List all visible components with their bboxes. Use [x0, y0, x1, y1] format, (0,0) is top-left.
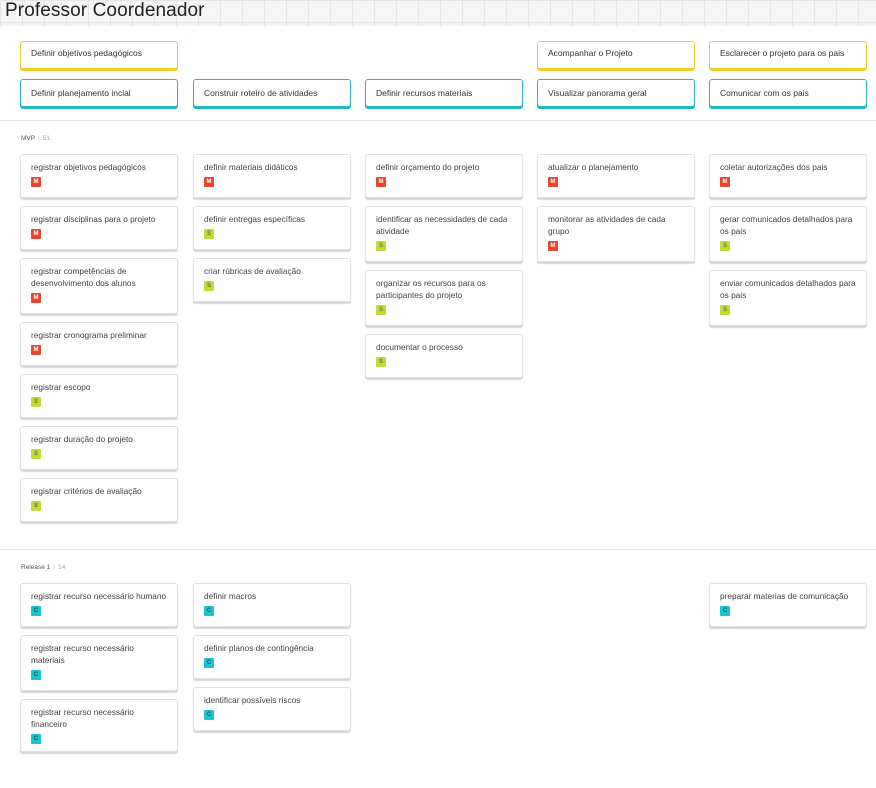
- priority-badge: M: [204, 177, 214, 187]
- priority-badge: M: [31, 177, 41, 187]
- story-text: documentar o processo: [376, 342, 463, 352]
- activity-card-definir-objetivos[interactable]: Definir objetivos pedagógicos: [20, 41, 178, 69]
- story-card[interactable]: gerar comunicados detalhados para os pai…: [709, 206, 867, 262]
- priority-badge: M: [548, 241, 558, 251]
- priority-badge: C: [204, 710, 214, 720]
- priority-badge: S: [720, 241, 730, 251]
- story-text: registrar disciplinas para o projeto: [31, 214, 156, 224]
- task-card-construir-roteiro[interactable]: Construir roteiro de atividades: [193, 79, 351, 107]
- release-label-release-1[interactable]: Release 1|14: [21, 564, 65, 571]
- activity-card-acompanhar-projeto[interactable]: Acompanhar o Projeto: [537, 41, 695, 69]
- release-separator: |: [38, 135, 40, 142]
- priority-badge: C: [204, 606, 214, 616]
- story-text: gerar comunicados detalhados para os pai…: [720, 214, 853, 236]
- story-card[interactable]: registrar competências de desenvolviment…: [20, 258, 178, 314]
- story-text: registrar recurso necessário materiais: [31, 643, 134, 665]
- story-text: registrar recurso necessário financeiro: [31, 707, 134, 729]
- priority-badge: C: [31, 670, 41, 680]
- story-text: identificar as necessidades de cada ativ…: [376, 214, 508, 236]
- story-text: registrar objetivos pedagógicos: [31, 162, 146, 172]
- story-text: registrar competências de desenvolviment…: [31, 266, 136, 288]
- story-text: organizar os recursos para os participan…: [376, 278, 486, 300]
- priority-badge: C: [720, 606, 730, 616]
- priority-badge: S: [720, 305, 730, 315]
- story-text: monitorar as atividades de cada grupo: [548, 214, 666, 236]
- priority-badge: C: [31, 606, 41, 616]
- release-separator: |: [53, 564, 55, 571]
- story-text: definir entregas específicas: [204, 214, 306, 224]
- priority-badge: S: [31, 501, 41, 511]
- story-text: definir macros: [204, 591, 257, 601]
- priority-badge: S: [204, 281, 214, 291]
- release-divider: [0, 549, 876, 550]
- task-card-visualizar-panorama[interactable]: Visualizar panorama geral: [537, 79, 695, 107]
- priority-badge: S: [376, 357, 386, 367]
- story-text: coletar autorizações dos pais: [720, 162, 828, 172]
- task-card-comunicar-pais[interactable]: Comunicar com os pais: [709, 79, 867, 107]
- release-name: MVP: [21, 135, 36, 142]
- activity-card-esclarecer-projeto[interactable]: Esclarecer o projeto para os pais: [709, 41, 867, 69]
- story-text: registrar cronograma preliminar: [31, 330, 147, 340]
- story-text: definir planos de contingência: [204, 643, 314, 653]
- priority-badge: S: [376, 305, 386, 315]
- story-text: registrar escopo: [31, 382, 91, 392]
- story-text: enviar comunicados detalhados para os pa…: [720, 278, 856, 300]
- priority-badge: S: [31, 449, 41, 459]
- story-card[interactable]: enviar comunicados detalhados para os pa…: [709, 270, 867, 326]
- priority-badge: M: [548, 177, 558, 187]
- priority-badge: M: [720, 177, 730, 187]
- priority-badge: M: [376, 177, 386, 187]
- story-text: identificar possíveis riscos: [204, 695, 301, 705]
- story-card[interactable]: identificar as necessidades de cada ativ…: [365, 206, 523, 262]
- priority-badge: M: [31, 345, 41, 355]
- story-text: definir materiais didáticos: [204, 162, 298, 172]
- board-title: Professor Coordenador: [5, 0, 205, 21]
- release-count: 14: [57, 564, 66, 571]
- release-name: Release 1: [21, 564, 51, 571]
- story-text: registrar recurso necessário humano: [31, 591, 167, 601]
- board-header-grid: [0, 0, 876, 26]
- priority-badge: S: [204, 229, 214, 239]
- release-divider: [0, 120, 876, 121]
- priority-badge: C: [204, 658, 214, 668]
- story-text: criar rúbricas de avaliação: [204, 266, 301, 276]
- priority-badge: M: [31, 293, 41, 303]
- story-text: definir orçamento do projeto: [376, 162, 480, 172]
- priority-badge: S: [376, 241, 386, 251]
- story-text: preparar materias de comunicação: [720, 591, 849, 601]
- story-text: atualizar o planejamento: [548, 162, 639, 172]
- task-card-definir-recursos[interactable]: Definir recursos materiais: [365, 79, 523, 107]
- story-card[interactable]: organizar os recursos para os participan…: [365, 270, 523, 326]
- story-text: registrar critérios de avaliação: [31, 486, 142, 496]
- priority-badge: C: [31, 734, 41, 744]
- story-text: registrar duração do projeto: [31, 434, 133, 444]
- priority-badge: M: [31, 229, 41, 239]
- release-label-mvp[interactable]: MVP|51: [21, 135, 50, 142]
- release-count: 51: [42, 135, 51, 142]
- priority-badge: S: [31, 397, 41, 407]
- task-card-definir-planejamento[interactable]: Definir planejamento incial: [20, 79, 178, 107]
